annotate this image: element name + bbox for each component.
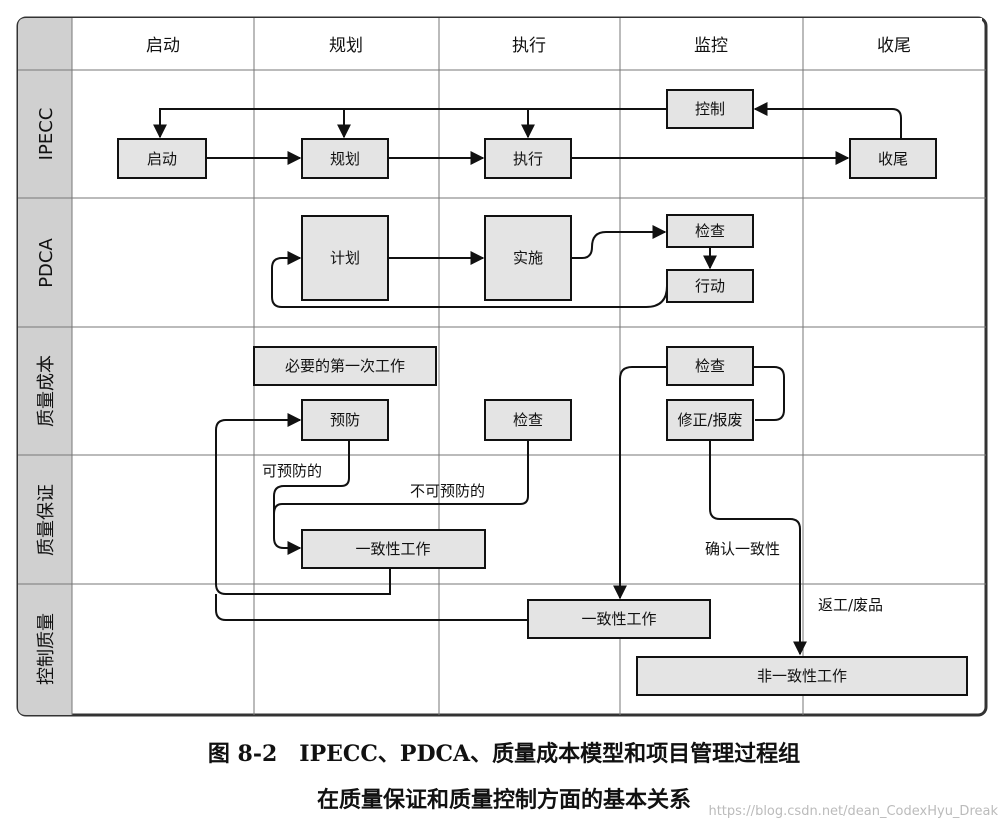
caption-line-2: 在质量保证和质量控制方面的基本关系 <box>316 787 691 813</box>
ipecc-start-text: 启动 <box>147 150 177 168</box>
qc-necessary-work-text: 必要的第一次工作 <box>285 357 405 375</box>
ipecc-control-text: 控制 <box>695 100 725 118</box>
header-plan: 规划 <box>329 36 363 56</box>
qc-check-box <box>666 346 754 386</box>
pdca-plan-box <box>301 215 389 301</box>
lane-quality-cost: 质量成本 <box>36 355 57 427</box>
act-to-plan-arrow <box>271 251 668 308</box>
qc-fix-scrap-text: 修正/报废 <box>677 411 742 429</box>
pdca-do-text: 实施 <box>513 249 543 267</box>
qc-fix-scrap-box <box>666 399 754 441</box>
ipecc-execute-text: 执行 <box>513 150 543 168</box>
ipecc-control-box <box>666 89 754 129</box>
qa-conformance-work-text: 一致性工作 <box>355 540 430 558</box>
header-monitor: 监控 <box>694 36 728 56</box>
ctrl-conformance-work-box <box>527 599 711 639</box>
label-rework-scrap: 返工/废品 <box>818 596 883 614</box>
pdca-act-box <box>666 269 754 303</box>
pdca-do-box <box>484 215 572 301</box>
header-row <box>72 18 982 70</box>
lane-quality-control: 控制质量 <box>36 613 57 685</box>
label-not-preventable: 不可预防的 <box>410 482 485 500</box>
label-preventable: 可预防的 <box>262 462 322 480</box>
pdca-check-box <box>666 214 754 248</box>
close-to-control-arrow <box>753 102 902 139</box>
ipecc-close-text: 收尾 <box>878 150 908 168</box>
ipecc-close-box <box>849 138 937 179</box>
qc-inspection-box <box>484 399 572 441</box>
qc-check-to-conformance-arrow <box>613 366 667 600</box>
pdca-check-text: 检查 <box>695 222 725 240</box>
ipecc-plan-box <box>301 138 389 179</box>
qc-necessary-work-box <box>253 346 437 386</box>
lane-ipecc: IPECC <box>36 108 57 161</box>
pdca-plan-text: 计划 <box>330 249 360 267</box>
connectors <box>153 102 902 656</box>
ipecc-execute-box <box>484 138 572 179</box>
qc-check-to-fix-loop <box>753 366 785 421</box>
ipecc-plan-text: 规划 <box>330 150 360 168</box>
watermark-text: https://blog.csdn.net/dean_CodexHyu_Drea… <box>708 804 998 819</box>
ctrl-conformance-work-text: 一致性工作 <box>581 610 656 628</box>
label-confirm-conformance: 确认一致性 <box>705 540 780 558</box>
lane-label-column <box>18 18 72 715</box>
header-execute: 执行 <box>512 36 546 56</box>
lane-pdca: PDCA <box>36 238 57 288</box>
qc-check-text: 检查 <box>695 357 725 375</box>
pdca-act-text: 行动 <box>695 277 725 295</box>
ctrl-nonconformance-work-text: 非一致性工作 <box>757 667 847 685</box>
header-close: 收尾 <box>877 36 911 56</box>
qa-conformance-to-prevention-arrow <box>215 413 391 595</box>
prevention-to-conformance-arrow <box>273 440 350 555</box>
qa-conformance-work-box <box>301 529 486 569</box>
do-to-check-arrow <box>571 225 667 259</box>
qc-prevention-box <box>301 399 389 441</box>
process-relationship-diagram: 启动 规划 执行 监控 收尾 IPECC PDCA 质量成本 质量保证 控制质量… <box>16 16 988 717</box>
lane-quality-assurance: 质量保证 <box>36 484 57 556</box>
ctrl-nonconformance-work-box <box>636 656 968 696</box>
header-initiate: 启动 <box>146 36 180 56</box>
caption-line-1: 图 8-2 IPECC、PDCA、质量成本模型和项目管理过程组 <box>207 741 801 767</box>
inspection-to-conformance-line <box>273 440 529 530</box>
ctrl-conformance-feedback-line <box>215 594 528 621</box>
qc-prevention-text: 预防 <box>330 411 360 429</box>
control-to-start-arrow <box>153 108 667 139</box>
fix-to-nonconformance-arrow <box>709 440 807 656</box>
grid-lines <box>18 18 986 715</box>
ipecc-start-box <box>117 138 207 179</box>
qc-inspection-text: 检查 <box>513 411 543 429</box>
